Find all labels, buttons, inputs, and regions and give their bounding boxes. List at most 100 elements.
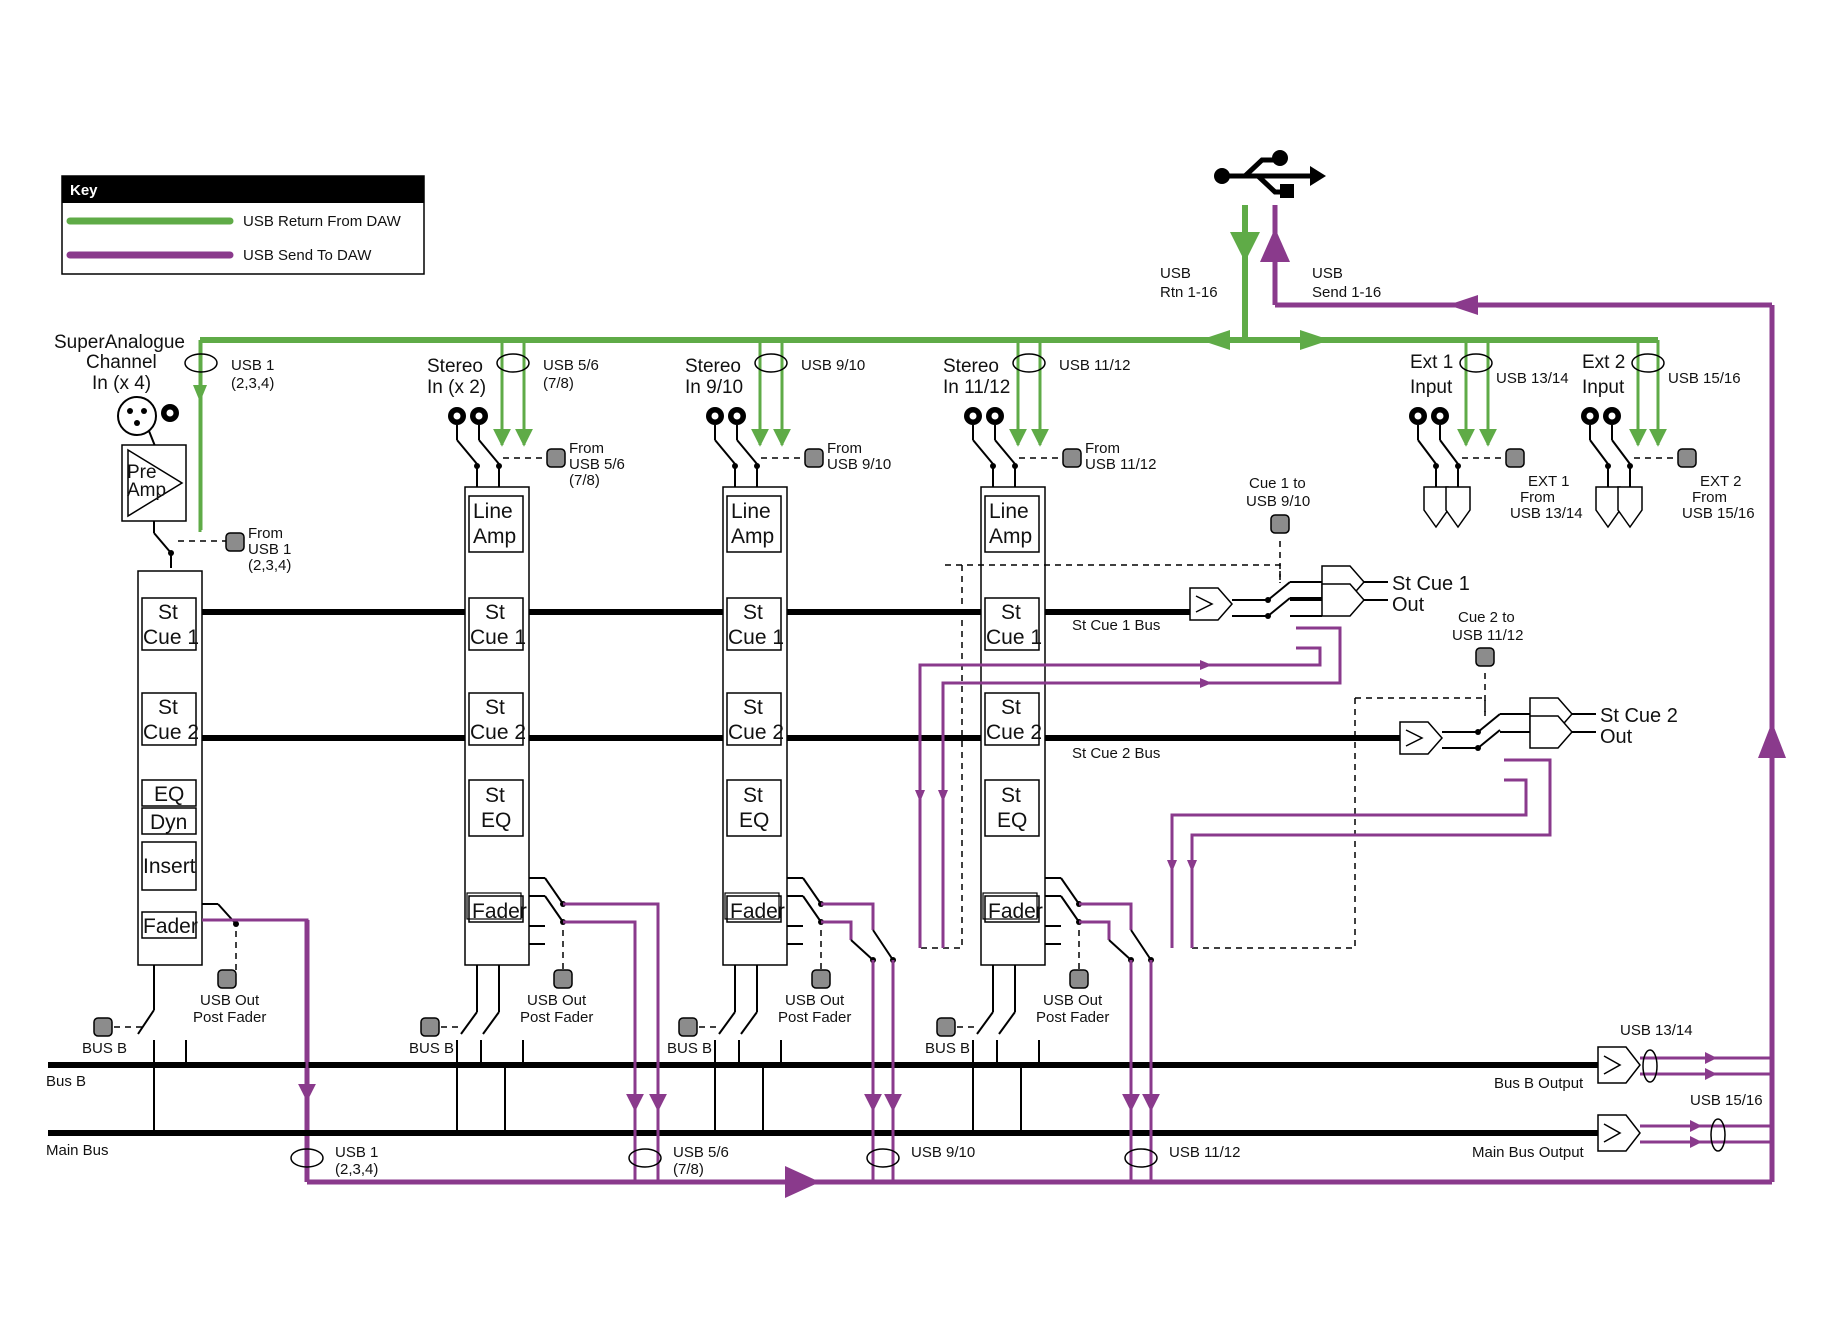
jack-connector-icon xyxy=(1431,407,1449,425)
remote-switch-icon[interactable] xyxy=(1069,969,1089,989)
remote-switch-icon[interactable] xyxy=(811,969,831,989)
strip1-from-2: USB 1 xyxy=(248,541,291,558)
remote-switch-icon[interactable] xyxy=(546,448,566,468)
usb-send-sublabel: Send 1-16 xyxy=(1312,284,1381,301)
ext1-usb-tap xyxy=(1459,353,1493,373)
jack-connector-icon xyxy=(470,407,488,425)
send-bottom-arrow xyxy=(785,1166,820,1198)
strip4-title-1: Stereo xyxy=(943,356,999,377)
cue2-bus-label: St Cue 2 Bus xyxy=(1072,745,1160,762)
strip4-stcue1-1: St xyxy=(1001,601,1021,624)
remote-switch-icon[interactable] xyxy=(936,1017,956,1037)
strip2-usb-tap-1: USB 5/6 xyxy=(543,357,599,374)
key-title: Key xyxy=(70,182,98,199)
strip1-fader-box[interactable] xyxy=(141,911,197,939)
key-purple-label: USB Send To DAW xyxy=(243,247,372,264)
strip3-steq-box[interactable] xyxy=(726,779,782,837)
strip2-lineamp-box[interactable] xyxy=(468,495,524,553)
strip1-stcue2-label-2: Cue 2 xyxy=(143,721,199,744)
strip3-stcue2-box[interactable] xyxy=(726,692,782,746)
strip4-stcue2-1: St xyxy=(1001,696,1021,719)
remote-switch-icon[interactable] xyxy=(1677,448,1697,468)
remote-switch-icon[interactable] xyxy=(1505,448,1525,468)
remote-switch-icon[interactable] xyxy=(93,1017,113,1037)
strip2-stcue2-box[interactable] xyxy=(468,692,524,746)
remote-switch-icon[interactable] xyxy=(804,448,824,468)
remote-switch-icon[interactable] xyxy=(217,969,237,989)
cue1-to-2: USB 9/10 xyxy=(1246,493,1310,510)
jack-connector-icon xyxy=(986,407,1004,425)
cue2-out-1: St Cue 2 xyxy=(1600,705,1678,727)
strip4-fader-box[interactable] xyxy=(984,895,1040,923)
strip3-usbout-1: USB Out xyxy=(785,992,845,1009)
strip1-stcue1-label-1: St xyxy=(158,601,178,624)
strip3-fader-label: Fader xyxy=(730,900,785,923)
strip1-insert-box[interactable] xyxy=(141,841,197,891)
strip1-insert-label: Insert xyxy=(143,855,196,878)
strip1-dyn-box[interactable] xyxy=(141,807,197,835)
strip1-usb-tap xyxy=(184,353,218,373)
strip4-lineamp-box[interactable] xyxy=(984,495,1040,553)
usb-icon xyxy=(1214,150,1326,198)
strip3-lineamp-1: Line xyxy=(731,500,771,523)
remote-switch-icon[interactable] xyxy=(678,1017,698,1037)
ext2-usb-tap xyxy=(1631,353,1665,373)
strip2-title-2: In (x 2) xyxy=(427,377,486,398)
strip4-stcue1-box[interactable] xyxy=(984,597,1040,651)
strip3-lineamp-box[interactable] xyxy=(726,495,782,553)
strip2-stcue1-box[interactable] xyxy=(468,597,524,651)
strip4-title-2: In 11/12 xyxy=(943,377,1010,398)
strip3-busb: BUS B xyxy=(667,1040,712,1057)
strip2-main-tap-1: USB 5/6 xyxy=(673,1144,729,1161)
strip4-main-tap xyxy=(1124,1148,1158,1168)
strip2-stcue1-2: Cue 1 xyxy=(470,626,526,649)
busb-usb-tap xyxy=(1642,1049,1658,1083)
strip3-main-tap-1: USB 9/10 xyxy=(911,1144,975,1161)
main-usb-tap xyxy=(1710,1118,1726,1152)
strip1-main-tap-2: (2,3,4) xyxy=(335,1161,378,1178)
strip4-lineamp-2: Amp xyxy=(989,525,1032,548)
cue2-to-1: Cue 2 to xyxy=(1458,609,1515,626)
strip3-title-1: Stereo xyxy=(685,356,741,377)
remote-switch-icon[interactable] xyxy=(225,532,245,552)
strip3-fader-box[interactable] xyxy=(726,895,782,923)
strip2-from-1: From xyxy=(569,440,604,457)
ext2-from-3: USB 15/16 xyxy=(1682,505,1755,522)
ext2-from-1: EXT 2 xyxy=(1700,473,1741,490)
strip4-fader-label: Fader xyxy=(988,900,1043,923)
strip1-stcue2-label-1: St xyxy=(158,696,178,719)
remote-switch-icon[interactable] xyxy=(1475,647,1495,667)
strip4-steq-box[interactable] xyxy=(984,779,1040,837)
strip2-lineamp-2: Amp xyxy=(473,525,516,548)
remote-switch-icon[interactable] xyxy=(1062,448,1082,468)
splitter-icon xyxy=(1321,583,1365,617)
strip2-stcue1-1: St xyxy=(485,601,505,624)
strip2-busb: BUS B xyxy=(409,1040,454,1057)
ext2-title-1: Ext 2 xyxy=(1582,352,1625,373)
remote-switch-icon[interactable] xyxy=(553,969,573,989)
splitter-icon xyxy=(1423,486,1449,529)
strip4-from-1: From xyxy=(1085,440,1120,457)
xlr-connector-icon xyxy=(117,396,157,436)
strip4-steq-1: St xyxy=(1001,784,1021,807)
strip3-stcue1-box[interactable] xyxy=(726,597,782,651)
strip1-dyn-label: Dyn xyxy=(150,811,187,834)
remote-switch-icon[interactable] xyxy=(1270,514,1290,534)
strip2-fader-box[interactable] xyxy=(468,895,524,923)
strip4-stcue2-box[interactable] xyxy=(984,692,1040,746)
main-usb-label: USB 15/16 xyxy=(1690,1092,1763,1109)
main-bus-label: Main Bus xyxy=(46,1142,109,1159)
ext2-usb-tap-label: USB 15/16 xyxy=(1668,370,1741,387)
strip1-stcue2-box[interactable] xyxy=(141,692,197,746)
jack-connector-icon xyxy=(964,407,982,425)
jack-connector-icon xyxy=(161,404,179,422)
ext1-title-1: Ext 1 xyxy=(1410,352,1453,373)
strip2-steq-box[interactable] xyxy=(468,779,524,837)
remote-switch-icon[interactable] xyxy=(420,1017,440,1037)
strip1-eq-box[interactable] xyxy=(141,779,197,807)
strip1-main-tap-1: USB 1 xyxy=(335,1144,378,1161)
strip3-stcue1-1: St xyxy=(743,601,763,624)
send-riser-arrow xyxy=(1758,722,1786,758)
strip1-stcue1-box[interactable] xyxy=(141,597,197,651)
